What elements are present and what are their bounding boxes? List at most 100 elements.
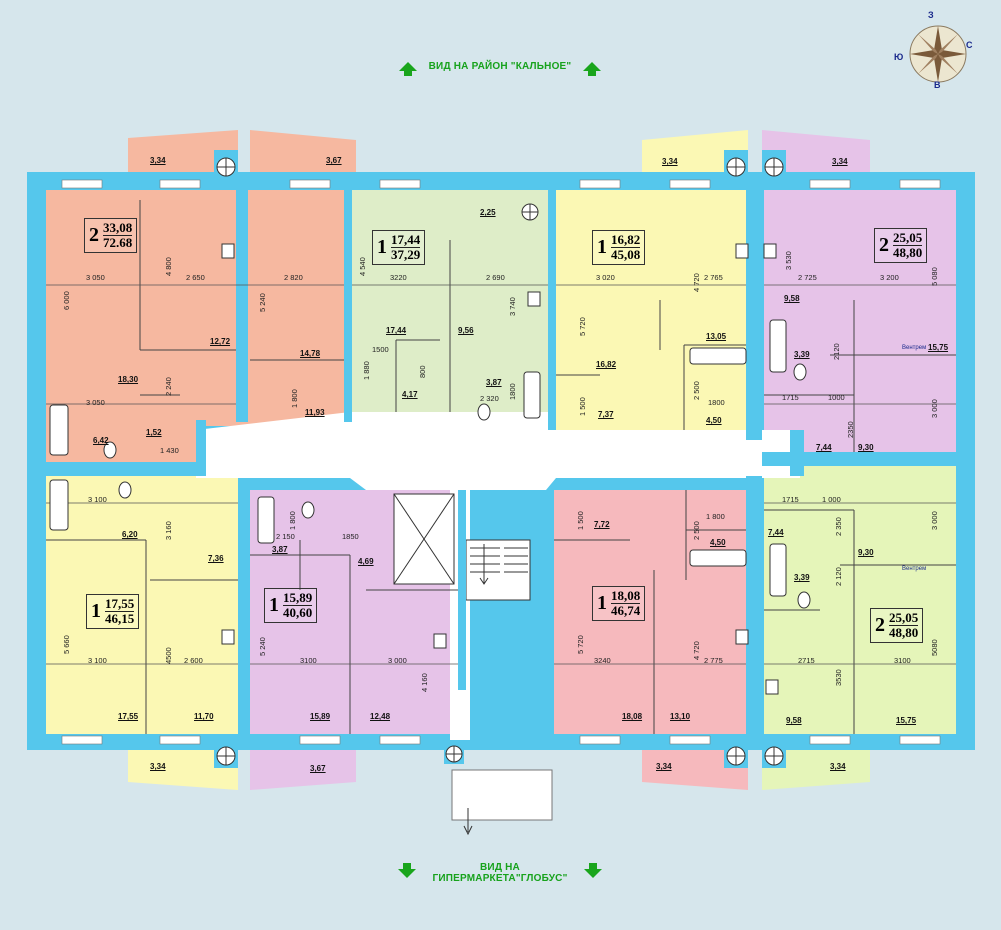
room-area: 2,25	[480, 208, 496, 217]
room-area: 18,30	[118, 375, 139, 384]
room-area: 3,67	[310, 764, 326, 773]
room-area: 13,10	[670, 712, 691, 721]
dimension-label: 3 000	[388, 656, 407, 665]
dimension-label: 2 690	[486, 273, 505, 282]
room-area: 11,70	[194, 712, 214, 721]
room-area: 9,58	[784, 294, 800, 303]
dimension-lines	[46, 284, 956, 665]
room-area: 3,39	[794, 350, 810, 359]
room-area: 13,05	[706, 332, 727, 341]
apartment-a8	[764, 466, 956, 734]
room-area: 4,50	[706, 416, 722, 425]
view-top-text: ВИД НА РАЙОН "КАЛЬНОЕ"	[428, 61, 572, 72]
dimension-label: 2350	[846, 421, 855, 438]
dimension-label: 3100	[894, 656, 911, 665]
room-area: 11,93	[305, 408, 325, 417]
dimension-label: 4500	[164, 647, 173, 664]
dimension-label: 2 820	[284, 273, 303, 282]
dimension-label: 3530	[834, 669, 843, 686]
view-bottom-text: ВИД НА ГИПЕРМАРКЕТА"ГЛОБУС"	[432, 862, 568, 884]
balcony-a3	[642, 130, 748, 172]
vent-note: Вентрем	[902, 566, 927, 572]
compass-west: З	[928, 10, 934, 20]
dimension-label: 2 500	[692, 521, 701, 540]
room-area: 4,50	[710, 538, 726, 547]
corridor	[196, 412, 800, 740]
room-area: 3,39	[794, 573, 810, 582]
room-area: 12,72	[210, 337, 231, 346]
room-area: 3,34	[832, 157, 848, 166]
room-area: 1,52	[146, 428, 162, 437]
room-area: 3,67	[326, 156, 342, 165]
dimension-label: 2 500	[692, 381, 701, 400]
room-area: 14,78	[300, 349, 321, 358]
balcony-a1-left	[128, 130, 238, 172]
dimension-label: 1 000	[822, 495, 841, 504]
dimension-label: 2 240	[164, 377, 173, 396]
arrow-up-icon	[398, 62, 417, 76]
room-area: 7,44	[816, 443, 832, 452]
room-area: 4,17	[402, 390, 418, 399]
room-area: 7,72	[594, 520, 610, 529]
room-area: 9,30	[858, 443, 874, 452]
dimension-label: 3 200	[880, 273, 899, 282]
partitions	[46, 200, 956, 734]
room-area: 7,36	[208, 554, 224, 563]
dimension-label: 3 100	[88, 495, 107, 504]
dimension-label: 2 725	[798, 273, 817, 282]
dimension-label: 1715	[782, 393, 799, 402]
arrow-down-icon	[583, 862, 602, 878]
windows	[61, 179, 941, 745]
room-area: 3,34	[656, 762, 672, 771]
balcony-a6	[250, 750, 356, 790]
room-area: 3,87	[272, 545, 288, 554]
compass-icon	[909, 25, 967, 83]
balcony-a4	[762, 130, 870, 172]
room-area: 17,44	[386, 326, 407, 335]
dimension-label: 1 500	[576, 511, 585, 530]
dimension-label: 1 800	[288, 511, 297, 530]
room-area: 17,55	[118, 712, 139, 721]
dimension-label: 3 050	[86, 273, 105, 282]
room-area: 7,44	[768, 528, 784, 537]
balcony-a7	[642, 750, 748, 790]
dimension-label: 1000	[828, 393, 845, 402]
dimension-label: 3 000	[930, 511, 939, 530]
dimension-label: 1 880	[362, 361, 371, 380]
room-area: 3,34	[150, 762, 166, 771]
staircase	[465, 539, 531, 601]
room-area: 9,30	[858, 548, 874, 557]
entrance	[451, 769, 553, 821]
compass-east: В	[934, 80, 941, 90]
dimension-label: 3 740	[508, 297, 517, 316]
room-area: 15,89	[310, 712, 331, 721]
dimension-label: 1500	[372, 345, 389, 354]
dimension-label: 3 530	[784, 251, 793, 270]
room-area: 9,56	[458, 326, 474, 335]
compass-north: С	[966, 40, 973, 50]
room-area: 4,69	[358, 557, 374, 566]
dimension-label: 3240	[594, 656, 611, 665]
balcony-a8	[762, 750, 870, 790]
dimension-label: 5080	[930, 639, 939, 656]
dimension-label: 5 720	[576, 635, 585, 654]
dimension-label: 1 800	[706, 512, 725, 521]
dimension-label: 3 050	[86, 398, 105, 407]
dimension-label: 1800	[708, 398, 725, 407]
room-area: 6,20	[122, 530, 138, 539]
dimension-label: 3 100	[88, 656, 107, 665]
room-area: 3,34	[150, 156, 166, 165]
dimension-label: 2 350	[834, 517, 843, 536]
room-area: 12,48	[370, 712, 391, 721]
vent-note: Вентрем	[902, 345, 927, 351]
dimension-label: 3100	[300, 656, 317, 665]
dimension-label: 1800	[508, 383, 517, 400]
dimension-label: 5 240	[258, 637, 267, 656]
dimension-label: 5 240	[258, 293, 267, 312]
apartment-a3	[556, 190, 746, 430]
